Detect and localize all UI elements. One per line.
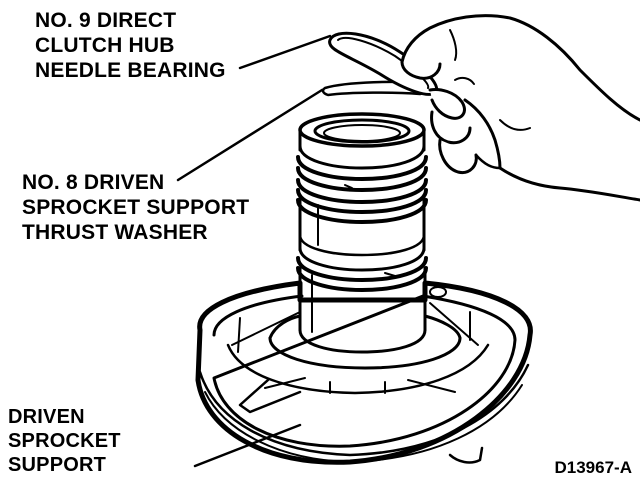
figure-id: D13967-A (554, 458, 633, 477)
callout-needle-bearing-line1: NO. 9 DIRECT (35, 9, 177, 32)
callout-needle-bearing-line2: CLUTCH HUB (35, 34, 175, 57)
callout-needle-bearing-line3: NEEDLE BEARING (35, 59, 226, 82)
callout-thrust-washer-line3: THRUST WASHER (22, 221, 208, 244)
leader-thrust-washer (176, 88, 324, 182)
callout-thrust-washer: NO. 8 DRIVEN SPROCKET SUPPORT THRUST WAS… (22, 170, 249, 245)
callout-thrust-washer-line2: SPROCKET SUPPORT (22, 196, 250, 219)
leader-needle-bearing (238, 34, 332, 70)
leader-sprocket-support (193, 423, 302, 468)
callout-thrust-washer-line1: NO. 8 DRIVEN (22, 171, 165, 194)
callout-sprocket-support-line2: SPROCKET (8, 430, 121, 452)
callout-sprocket-support: DRIVEN SPROCKET SUPPORT (8, 405, 121, 477)
hub-stack-drawing (268, 112, 462, 370)
callout-sprocket-support-line3: SUPPORT (8, 454, 107, 476)
driven-sprocket-support-drawing (195, 280, 533, 465)
callout-sprocket-support-line1: DRIVEN (8, 406, 85, 428)
callout-needle-bearing: NO. 9 DIRECT CLUTCH HUB NEEDLE BEARING (35, 8, 226, 83)
leader-lines (176, 34, 332, 468)
hand-drawing (400, 14, 640, 202)
